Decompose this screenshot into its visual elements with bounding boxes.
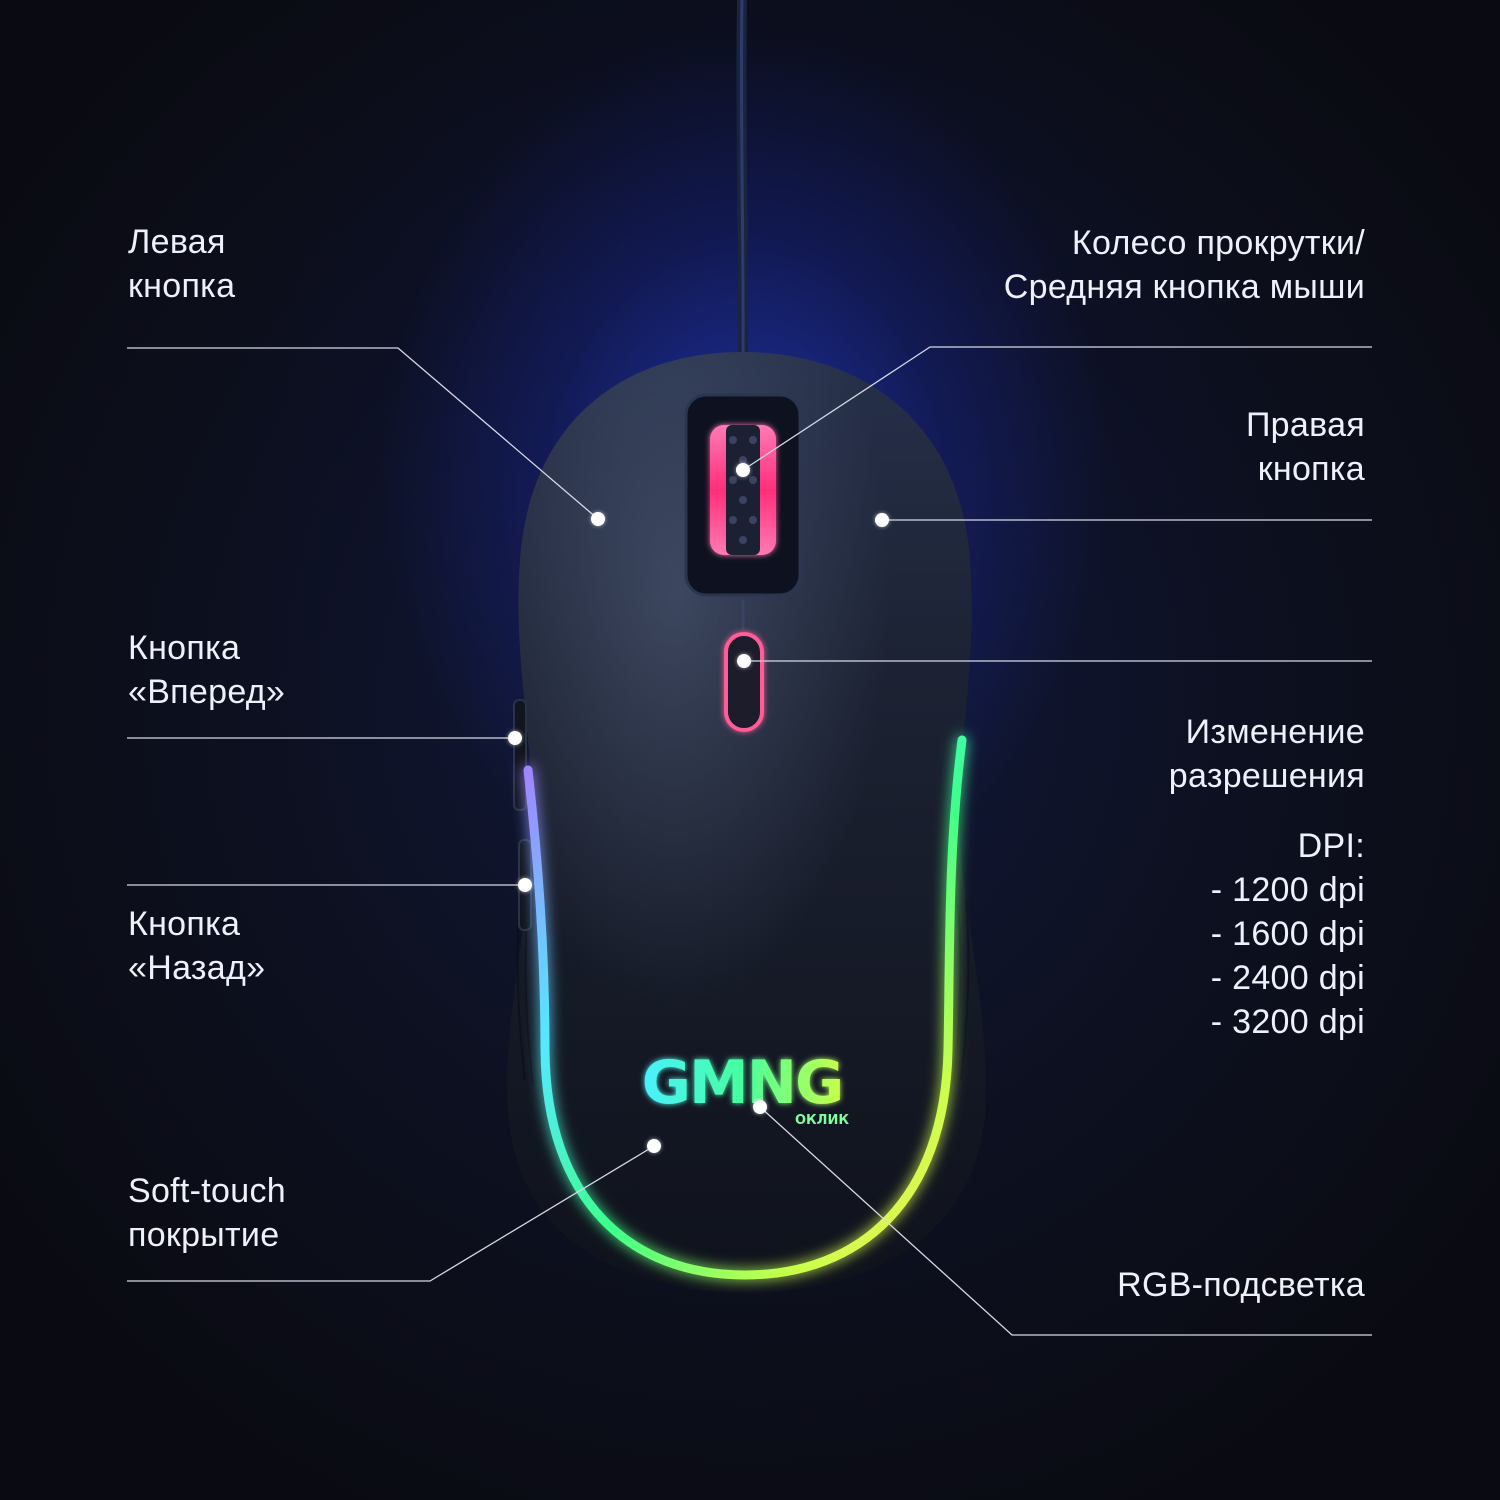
callout-dot-soft-touch xyxy=(647,1139,661,1153)
label-dpi-switch: Изменение разрешения xyxy=(1168,713,1365,795)
label-soft-touch: Soft-touch покрытие xyxy=(128,1172,286,1254)
brand-sub-logo: ОКЛИК xyxy=(795,1113,849,1128)
label-right-button: Правая кнопка xyxy=(1245,406,1365,488)
callout-dot-right-button xyxy=(875,513,889,527)
leader-lines xyxy=(127,346,1372,1336)
rgb-light-strip xyxy=(523,735,967,1280)
label-rgb: RGB-подсветка xyxy=(1117,1266,1365,1304)
callout-dot-dpi-button xyxy=(737,654,751,668)
dpi-button xyxy=(724,632,764,732)
label-dpi-list: DPI: - 1200 dpi - 1600 dpi - 2400 dpi - … xyxy=(1210,827,1365,1041)
callout-dot-back-button xyxy=(518,878,532,892)
callout-dot-left-button xyxy=(591,512,605,526)
callout-dot-scroll-wheel xyxy=(736,463,750,477)
label-forward-button: Кнопка «Вперед» xyxy=(128,629,286,711)
callout-dot-forward-button xyxy=(508,731,522,745)
callout-dot-rgb xyxy=(753,1100,767,1114)
forward-side-button xyxy=(513,699,527,811)
label-back-button: Кнопка «Назад» xyxy=(128,905,266,987)
label-scroll-wheel: Колесо прокрутки/ Средняя кнопка мыши xyxy=(1003,224,1365,306)
label-left-button: Левая кнопка xyxy=(128,223,236,305)
brand-logo: GMNG xyxy=(642,1048,842,1118)
